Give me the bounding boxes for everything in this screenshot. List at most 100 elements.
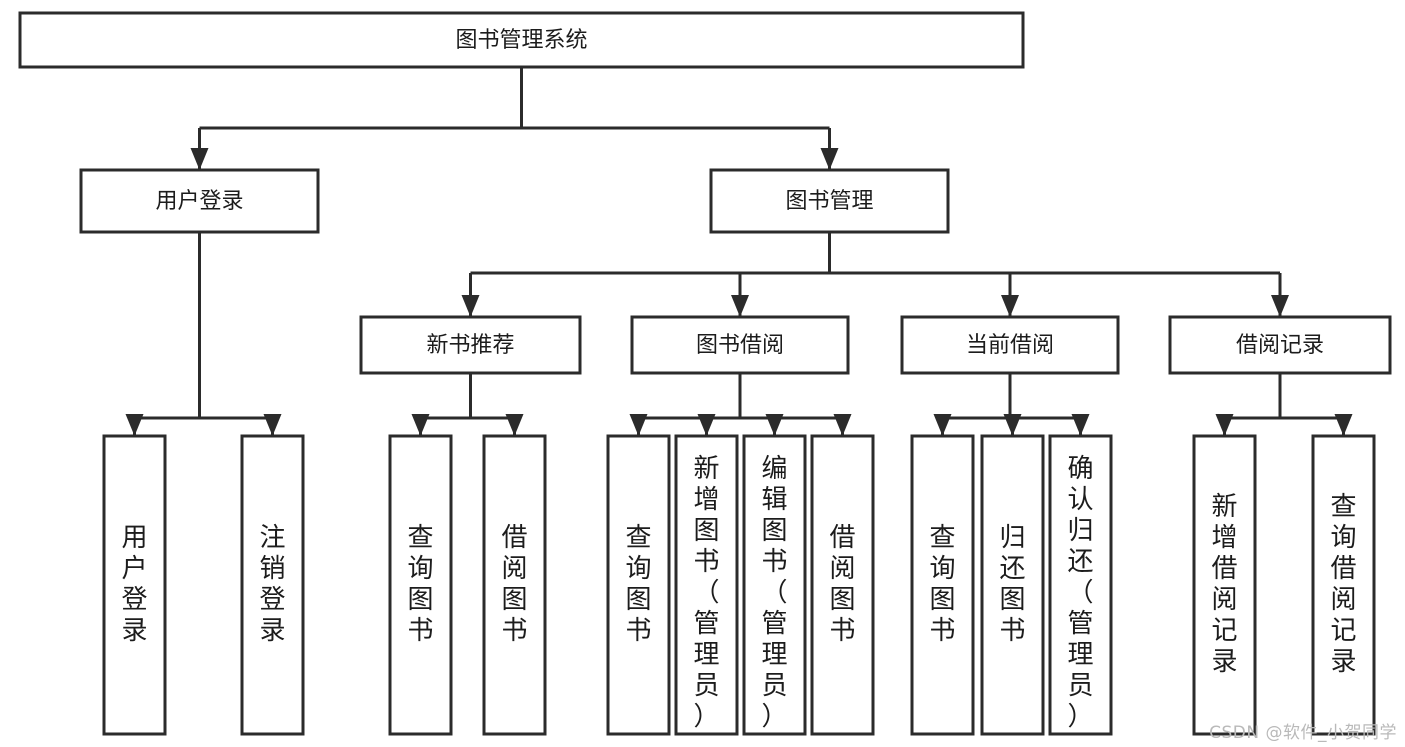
node-level2-1-rect[interactable] [79,168,320,234]
node-leaf-11-label-char: 确 [1067,454,1093,484]
node-leaf-12-label-char: 阅 [1211,585,1237,615]
arrow-head-icon [411,414,430,436]
node-level3-1[interactable]: 新书推荐 [359,315,582,375]
node-leaf-12-label-char: 增 [1211,523,1237,553]
node-leaf-8-label-char: 书 [829,616,855,646]
node-root-system[interactable]: 图书管理系统 [18,11,1025,69]
node-level3-4[interactable]: 借阅记录 [1168,315,1392,375]
node-leaf-6-label-char: 书 [693,547,719,577]
node-leaf-11-label-char: 认 [1067,485,1093,515]
node-leaf-6-label-char: 新 [693,454,719,484]
node-leaf-13-label-char: 询 [1330,523,1356,553]
node-level3-3-label: 当前借阅 [966,333,1054,358]
node-leaf-5-label-char: 查 [625,523,651,553]
node-leaf-7-label-char: ） [761,702,787,732]
node-leaf-10-label-char: 图 [999,585,1025,615]
node-leaf-13-label-char: 借 [1330,554,1356,584]
node-leaf-7-label-char: 员 [761,671,787,701]
node-leaf-6-label-char: 增 [693,485,719,515]
node-level3-4-rect[interactable] [1168,315,1392,375]
node-leaf-6-rect[interactable] [674,434,739,736]
node-leaf-11-rect[interactable] [1048,434,1113,736]
arrow-head-icon [263,414,282,436]
watermark-text: CSDN @软件_小贺同学 [1209,723,1397,743]
node-leaf-8-rect[interactable] [810,434,875,736]
node-leaf-11-label-char: 归 [1067,516,1093,546]
node-leaf-6-label-char: 图 [693,516,719,546]
arrow-head-icon [505,414,524,436]
node-leaf-2-label-char: 注 [259,523,285,553]
node-level2-2[interactable]: 图书管理 [709,168,950,234]
node-leaf-12-label-char: 新 [1211,492,1237,522]
node-leaf-6-label-char: （ [693,578,719,608]
nodes-layer: 图书管理系统用户登录图书管理新书推荐图书借阅当前借阅借阅记录用户登录注销登录查询… [18,11,1392,736]
node-leaf-2-rect[interactable] [240,434,305,736]
arrow-head-icon [190,148,209,170]
node-leaf-1-label-char: 用 [121,523,147,553]
node-leaf-3-label-char: 查 [407,523,433,553]
node-leaf-9-label-char: 查 [929,523,955,553]
node-level3-2-rect[interactable] [630,315,850,375]
node-leaf-13-label-char: 记 [1330,616,1356,646]
node-leaf-3-label-char: 询 [407,554,433,584]
connectors-layer [125,67,1353,436]
node-leaf-10-label-char: 还 [999,554,1025,584]
node-leaf-11-label-char: （ [1067,578,1093,608]
node-level2-1[interactable]: 用户登录 [79,168,320,234]
node-level3-3-rect[interactable] [900,315,1120,375]
node-level3-2[interactable]: 图书借阅 [630,315,850,375]
node-level3-3[interactable]: 当前借阅 [900,315,1120,375]
node-level2-2-rect[interactable] [709,168,950,234]
arrow-head-icon [933,414,952,436]
node-leaf-1[interactable]: 用户登录 [102,434,167,736]
node-leaf-12-rect[interactable] [1192,434,1257,736]
arrow-head-icon [1334,414,1353,436]
node-leaf-1-label-char: 录 [121,616,147,646]
node-leaf-5-label-char: 图 [625,585,651,615]
node-leaf-4-rect[interactable] [482,434,547,736]
node-leaf-4-label-char: 阅 [501,554,527,584]
node-leaf-9-label-char: 图 [929,585,955,615]
arrow-head-icon [1001,295,1019,317]
node-leaf-12-label-char: 录 [1211,647,1237,677]
node-leaf-10-rect[interactable] [980,434,1045,736]
node-leaf-10-label-char: 归 [999,523,1025,553]
node-leaf-3-label-char: 书 [407,616,433,646]
node-level3-1-rect[interactable] [359,315,582,375]
node-root-system-rect[interactable] [18,11,1025,69]
node-leaf-1-rect[interactable] [102,434,167,736]
node-leaf-4-label-char: 借 [501,523,527,553]
arrow-head-icon [125,414,144,436]
node-leaf-9-rect[interactable] [910,434,975,736]
node-leaf-13-rect[interactable] [1311,434,1376,736]
node-leaf-2-label-char: 销 [259,554,285,584]
node-level2-2-label: 图书管理 [785,189,873,214]
node-leaf-2-label-char: 登 [259,585,285,615]
node-leaf-11-label-char: 员 [1067,671,1093,701]
node-leaf-6-label-char: 理 [693,640,719,670]
node-leaf-12-label-char: 借 [1211,554,1237,584]
node-leaf-3-rect[interactable] [388,434,453,736]
node-leaf-11-label-char: ） [1067,702,1093,732]
node-leaf-11-label-char: 理 [1067,640,1093,670]
node-level3-2-label: 图书借阅 [696,333,784,358]
node-leaf-8-label-char: 借 [829,523,855,553]
node-leaf-7-rect[interactable] [742,434,807,736]
node-leaf-1-label-char: 登 [121,585,147,615]
node-level2-1-label: 用户登录 [155,189,243,214]
node-leaf-5-rect[interactable] [606,434,671,736]
node-level3-4-label: 借阅记录 [1236,333,1324,358]
